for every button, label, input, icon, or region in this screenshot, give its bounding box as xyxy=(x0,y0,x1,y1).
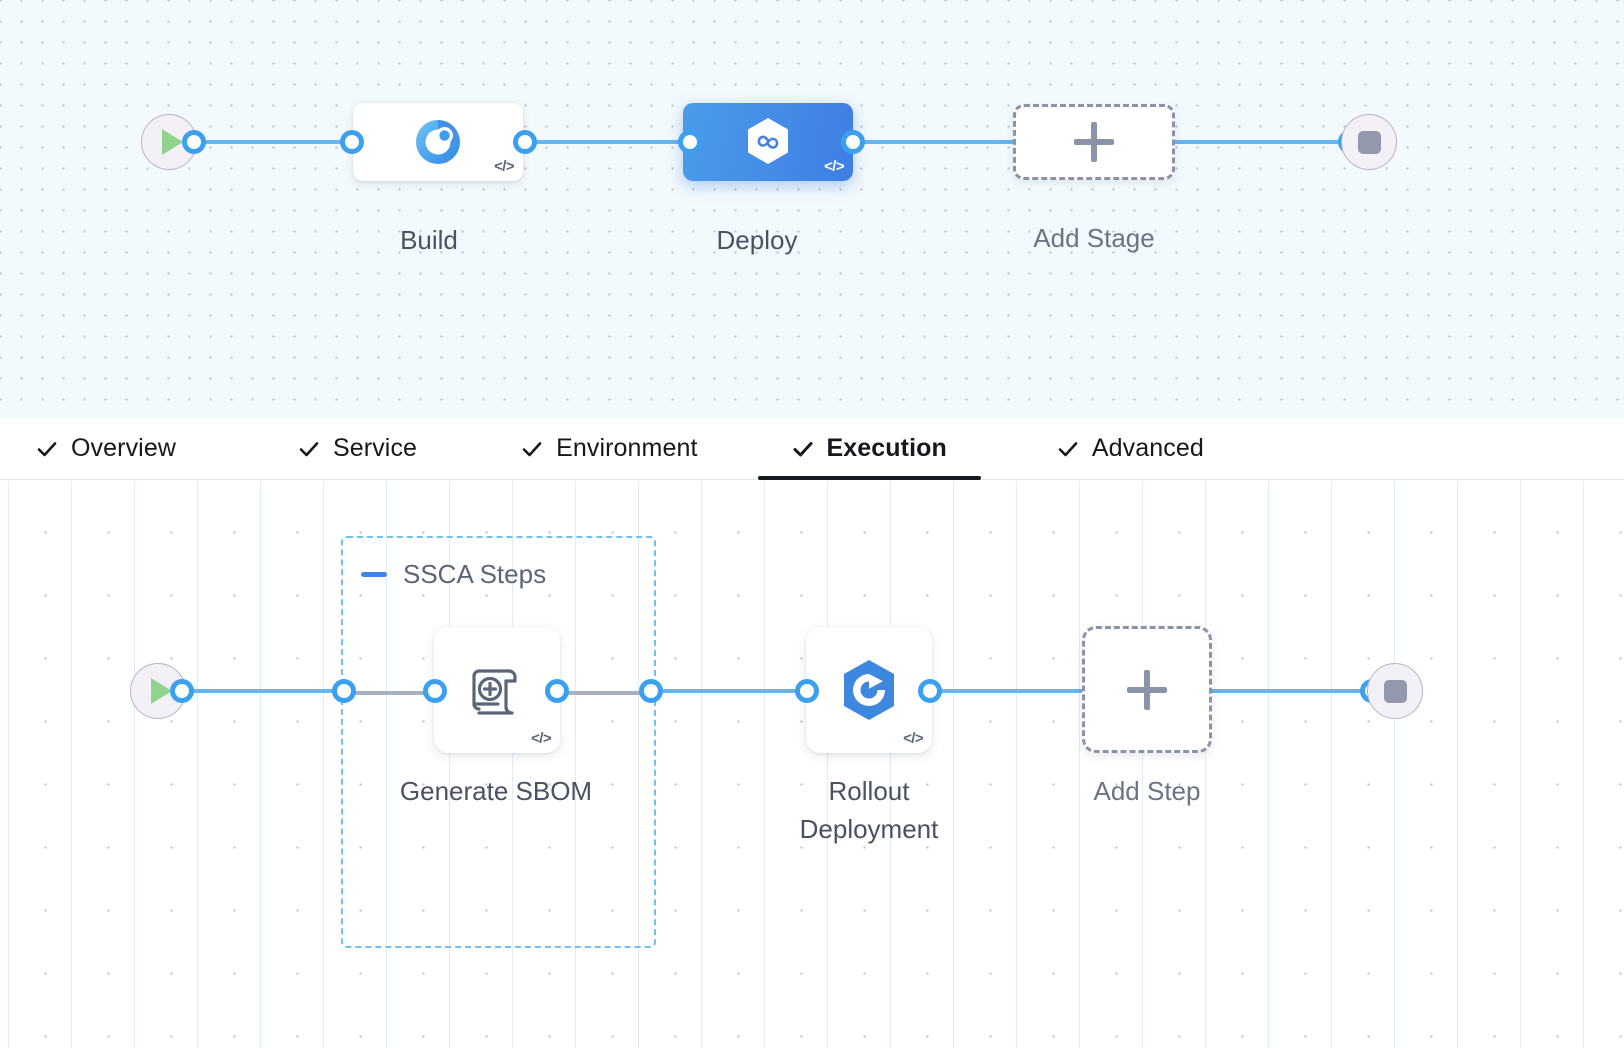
step-label-generate-sbom: Generate SBOM xyxy=(399,776,593,806)
check-icon xyxy=(1057,438,1079,460)
add-stage-label: Add Stage xyxy=(1033,223,1155,253)
plus-icon xyxy=(1127,669,1167,710)
step-group-header-ssca[interactable]: SSCA Steps xyxy=(361,559,546,590)
stage-connector-dot-deploy-in[interactable] xyxy=(678,130,702,154)
execution-end-node[interactable] xyxy=(1367,663,1423,719)
tab-advanced[interactable]: Advanced xyxy=(1055,418,1206,480)
tab-label: Environment xyxy=(556,434,698,462)
step-connector-dot-rollout-out[interactable] xyxy=(918,679,942,703)
check-icon xyxy=(36,438,58,460)
step-rail-rollout-add xyxy=(930,689,1102,693)
tab-service[interactable]: Service xyxy=(296,418,419,480)
step-rail-add-end xyxy=(1206,689,1376,693)
step-connector-dot-rollout-in[interactable] xyxy=(795,679,819,703)
tab-label: Advanced xyxy=(1091,434,1204,462)
stage-label-build: Build xyxy=(400,225,458,255)
stop-icon xyxy=(1383,679,1407,703)
stage-rail-add-end xyxy=(1166,140,1362,144)
collapse-minus-icon[interactable] xyxy=(361,572,387,577)
step-rail-group-out-dashed xyxy=(560,691,656,695)
tab-execution[interactable]: Execution xyxy=(757,418,982,480)
stage-code-badge[interactable]: </> xyxy=(824,158,844,175)
add-step-button[interactable] xyxy=(1082,626,1212,753)
check-icon xyxy=(298,438,320,460)
stage-connector-dot-build-in[interactable] xyxy=(340,130,364,154)
stage-connector-dot-start[interactable] xyxy=(182,130,206,154)
step-code-badge[interactable]: </> xyxy=(531,730,551,747)
step-rail-group-in-dashed xyxy=(348,691,440,695)
stop-icon xyxy=(1357,130,1381,154)
k8s-rollout-hexagon-icon xyxy=(836,657,902,723)
stage-card-build[interactable]: </> xyxy=(353,103,523,181)
check-icon xyxy=(792,438,814,460)
step-rail-group-rollout xyxy=(650,689,822,693)
play-icon xyxy=(162,129,183,155)
tab-label: Overview xyxy=(71,434,176,462)
check-icon xyxy=(521,438,543,460)
plus-icon xyxy=(1074,122,1114,162)
step-card-generate-sbom[interactable]: </> xyxy=(434,627,560,753)
tab-environment[interactable]: Environment xyxy=(519,418,699,480)
stage-label-deploy: Deploy xyxy=(716,225,798,255)
stage-connector-dot-deploy-out[interactable] xyxy=(841,130,865,154)
stage-code-badge[interactable]: </> xyxy=(494,158,514,175)
harness-hexagon-infinity-icon xyxy=(740,114,796,170)
step-code-badge[interactable]: </> xyxy=(903,730,923,747)
step-card-rollout-deployment[interactable]: </> xyxy=(806,627,932,753)
step-connector-dot-sbom-in[interactable] xyxy=(423,679,447,703)
stage-config-tabbar: Overview Service Environment Execution A… xyxy=(0,418,1624,480)
stage-card-deploy[interactable]: </> xyxy=(683,103,853,181)
step-label-rollout-deployment: Rollout Deployment xyxy=(799,776,939,844)
step-group-title: SSCA Steps xyxy=(403,559,547,589)
step-connector-dot-sbom-out[interactable] xyxy=(545,679,569,703)
execution-graph-canvas[interactable]: SSCA Steps xyxy=(0,481,1624,1048)
tab-label: Service xyxy=(333,434,418,462)
stage-rail-build-deploy xyxy=(512,140,692,144)
stage-rail-start-build xyxy=(182,140,360,144)
tab-label: Execution xyxy=(826,434,947,462)
step-rail-start-group xyxy=(170,689,350,693)
step-connector-dot-start[interactable] xyxy=(170,679,194,703)
build-target-icon xyxy=(411,115,465,169)
play-icon xyxy=(151,678,172,704)
stage-rail-deploy-add xyxy=(840,140,1030,144)
step-connector-dot-group-in[interactable] xyxy=(332,679,356,703)
add-stage-button[interactable] xyxy=(1013,104,1175,180)
stage-graph-canvas[interactable]: </> Build </> Deploy Add Stage xyxy=(0,0,1624,418)
step-group-ssca[interactable] xyxy=(341,536,656,948)
sbom-scroll-plus-icon xyxy=(461,654,533,726)
step-connector-dot-group-out[interactable] xyxy=(639,679,663,703)
add-step-label: Add Step xyxy=(1093,776,1201,806)
tab-overview[interactable]: Overview xyxy=(34,418,178,480)
stage-connector-dot-build-out[interactable] xyxy=(513,130,537,154)
pipeline-end-node[interactable] xyxy=(1341,114,1397,170)
